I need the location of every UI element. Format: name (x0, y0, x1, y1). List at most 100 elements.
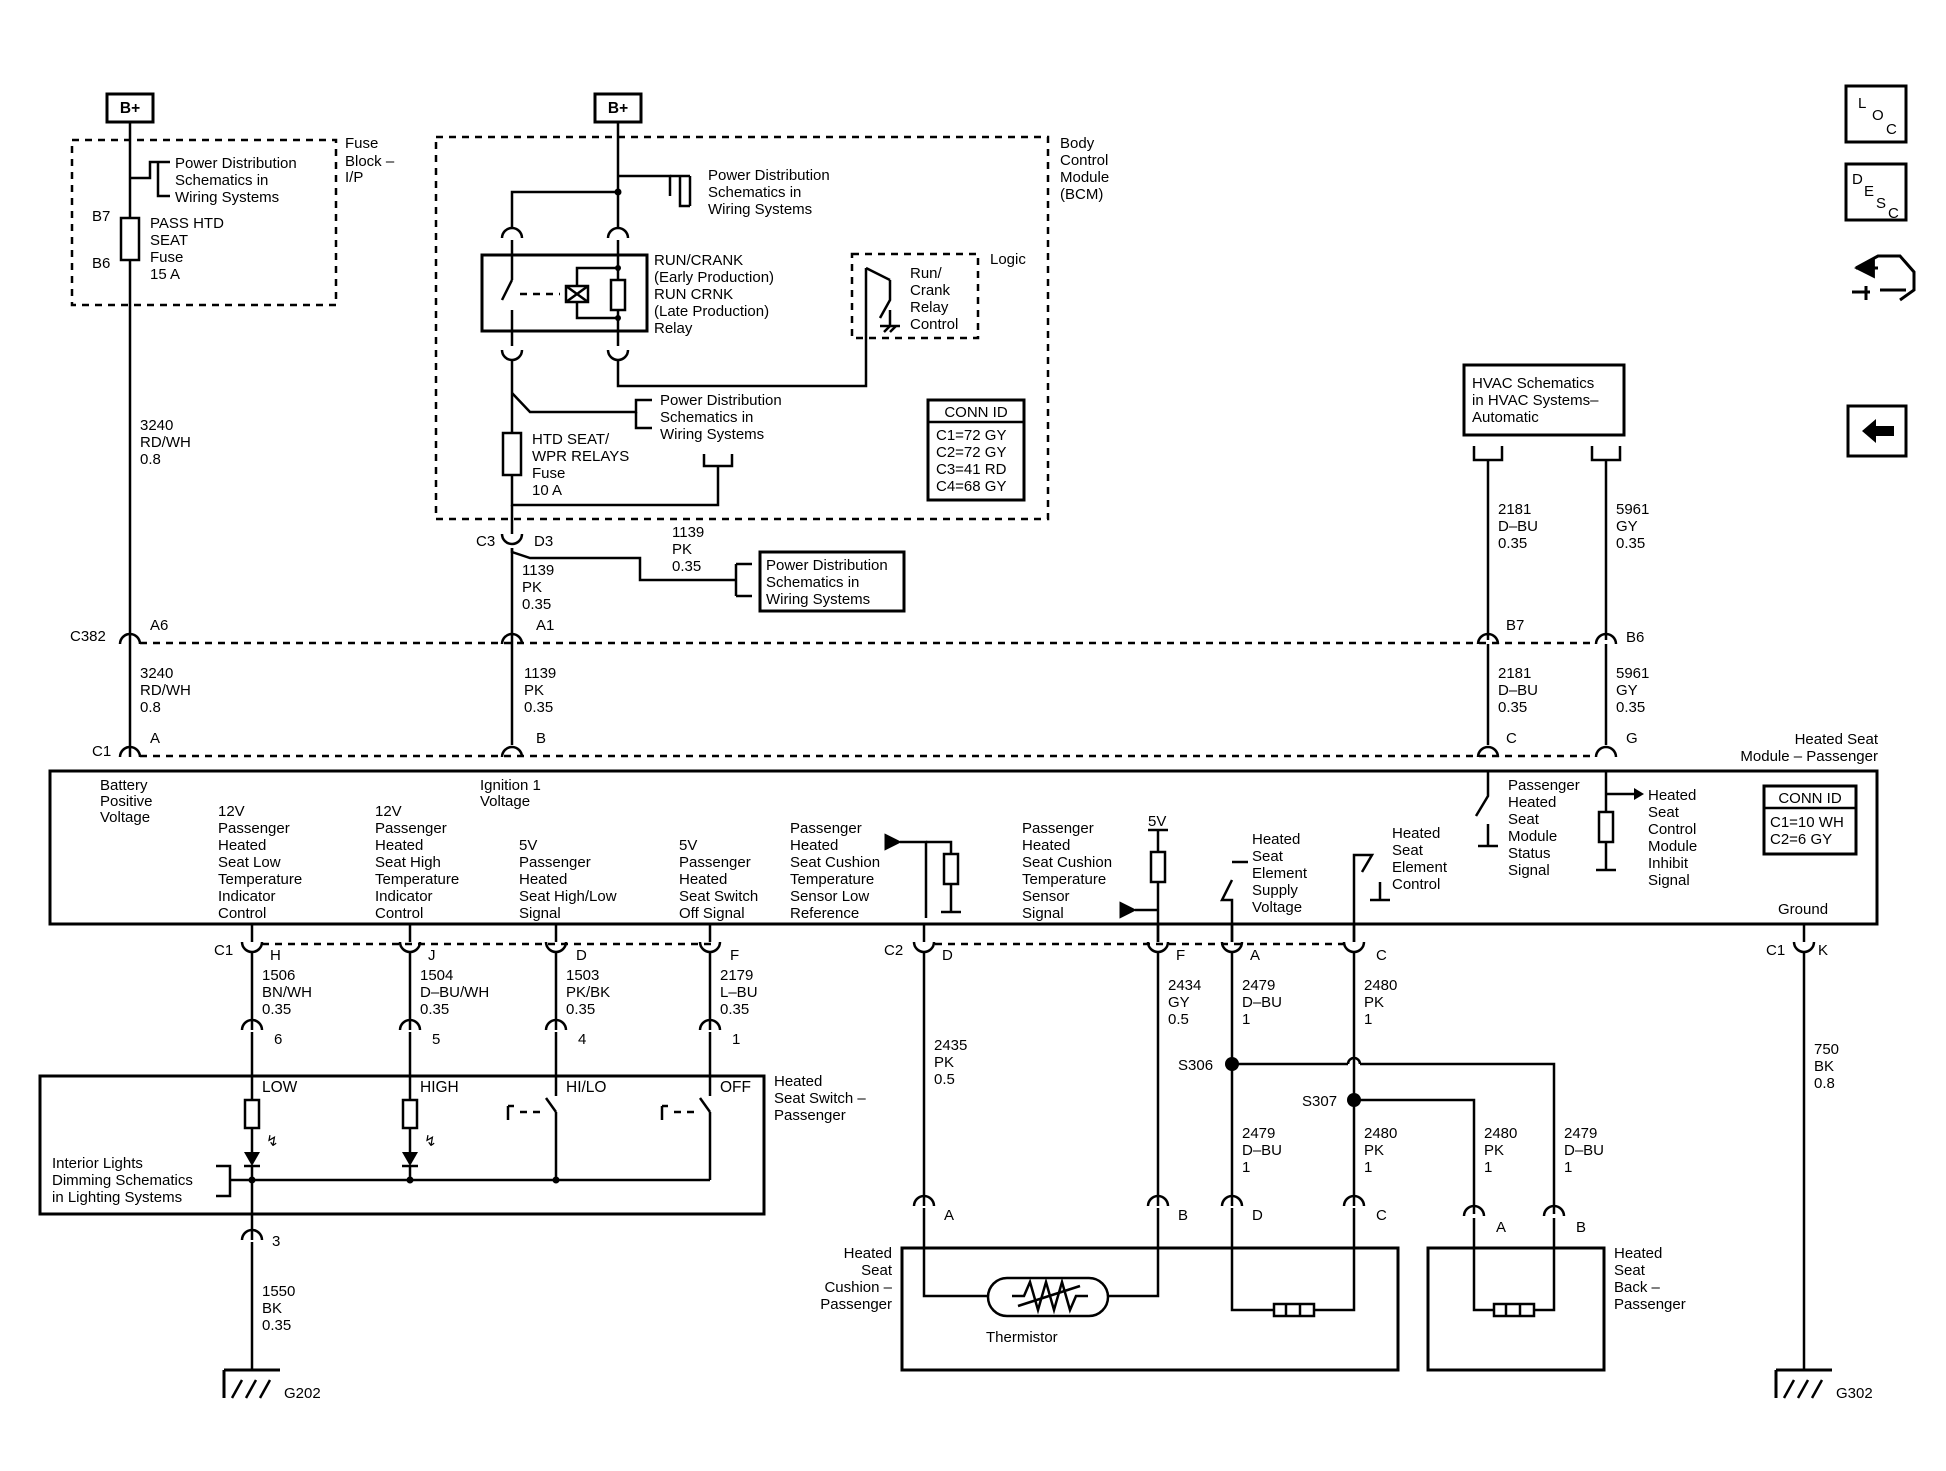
svg-text:F: F (730, 947, 739, 964)
svg-text:HIGH: HIGH (420, 1079, 459, 1096)
svg-text:E: E (1864, 183, 1874, 200)
svg-text:B+: B+ (608, 100, 628, 117)
svg-text:B7: B7 (92, 208, 110, 225)
svg-text:A: A (1496, 1219, 1506, 1236)
svg-text:G202: G202 (284, 1385, 321, 1402)
cushion-heating-element-icon (1272, 1302, 1316, 1318)
svg-text:J: J (428, 947, 436, 964)
svg-text:S306: S306 (1178, 1057, 1213, 1074)
fuse-pass-htd-seat-icon (119, 216, 141, 262)
c1-top-connector: C1 A B C G (92, 668, 1638, 760)
svg-text:H: H (270, 947, 281, 964)
svg-text:C: C (1376, 1207, 1387, 1224)
svg-text:HI/LO: HI/LO (566, 1079, 606, 1096)
svg-text:A: A (1250, 947, 1260, 964)
svg-text:↯: ↯ (266, 1133, 279, 1150)
svg-text:B6: B6 (92, 255, 110, 272)
svg-text:B: B (536, 730, 546, 747)
low-indicator-lamp-icon (243, 1098, 261, 1130)
svg-text:D3: D3 (534, 533, 553, 550)
pd-ref3-box (758, 550, 906, 613)
high-indicator-lamp-icon (401, 1098, 419, 1130)
svg-text:B: B (1576, 1219, 1586, 1236)
svg-text:C: C (1888, 205, 1899, 222)
run-crank-relay (480, 253, 649, 333)
svg-text:↯: ↯ (424, 1133, 437, 1150)
svg-text:S307: S307 (1302, 1093, 1337, 1110)
splice-s307-icon (1347, 1093, 1361, 1107)
svg-text:B+: B+ (120, 100, 140, 117)
svg-text:D: D (576, 947, 587, 964)
svg-text:C: C (1886, 121, 1897, 138)
desc-button[interactable]: D E S C (1844, 162, 1908, 222)
run-crank-relay-label: RUN/CRANK(Early Production)RUN CRNK(Late… (654, 252, 774, 337)
svg-text:C2: C2 (884, 942, 903, 959)
svg-text:A: A (944, 1207, 954, 1224)
bplus-fuse-block: B+ (105, 92, 155, 124)
svg-text:B: B (1178, 1207, 1188, 1224)
svg-text:F: F (1176, 947, 1185, 964)
connector-icon[interactable] (1852, 254, 1916, 302)
back-arrow-icon[interactable] (1846, 404, 1908, 458)
splice-s306-icon (1225, 1057, 1239, 1071)
svg-text:D: D (1252, 1207, 1263, 1224)
ground-g202: G202 (222, 1368, 321, 1402)
svg-text:5: 5 (432, 1031, 440, 1048)
module-bottom-connectors: C1 C2 C1 H J D F D F A C K (214, 924, 1828, 964)
svg-text:K: K (1818, 942, 1828, 959)
svg-text:1: 1 (732, 1031, 740, 1048)
svg-text:6: 6 (274, 1031, 282, 1048)
loc-button[interactable]: L O C (1844, 84, 1908, 144)
svg-text:Ground: Ground (1778, 901, 1828, 918)
svg-text:B7: B7 (1506, 617, 1524, 634)
svg-text:A: A (150, 730, 160, 747)
svg-text:C1: C1 (214, 942, 233, 959)
svg-text:C: C (1506, 730, 1517, 747)
fuse-htd-seat-wpr-icon (501, 431, 523, 477)
